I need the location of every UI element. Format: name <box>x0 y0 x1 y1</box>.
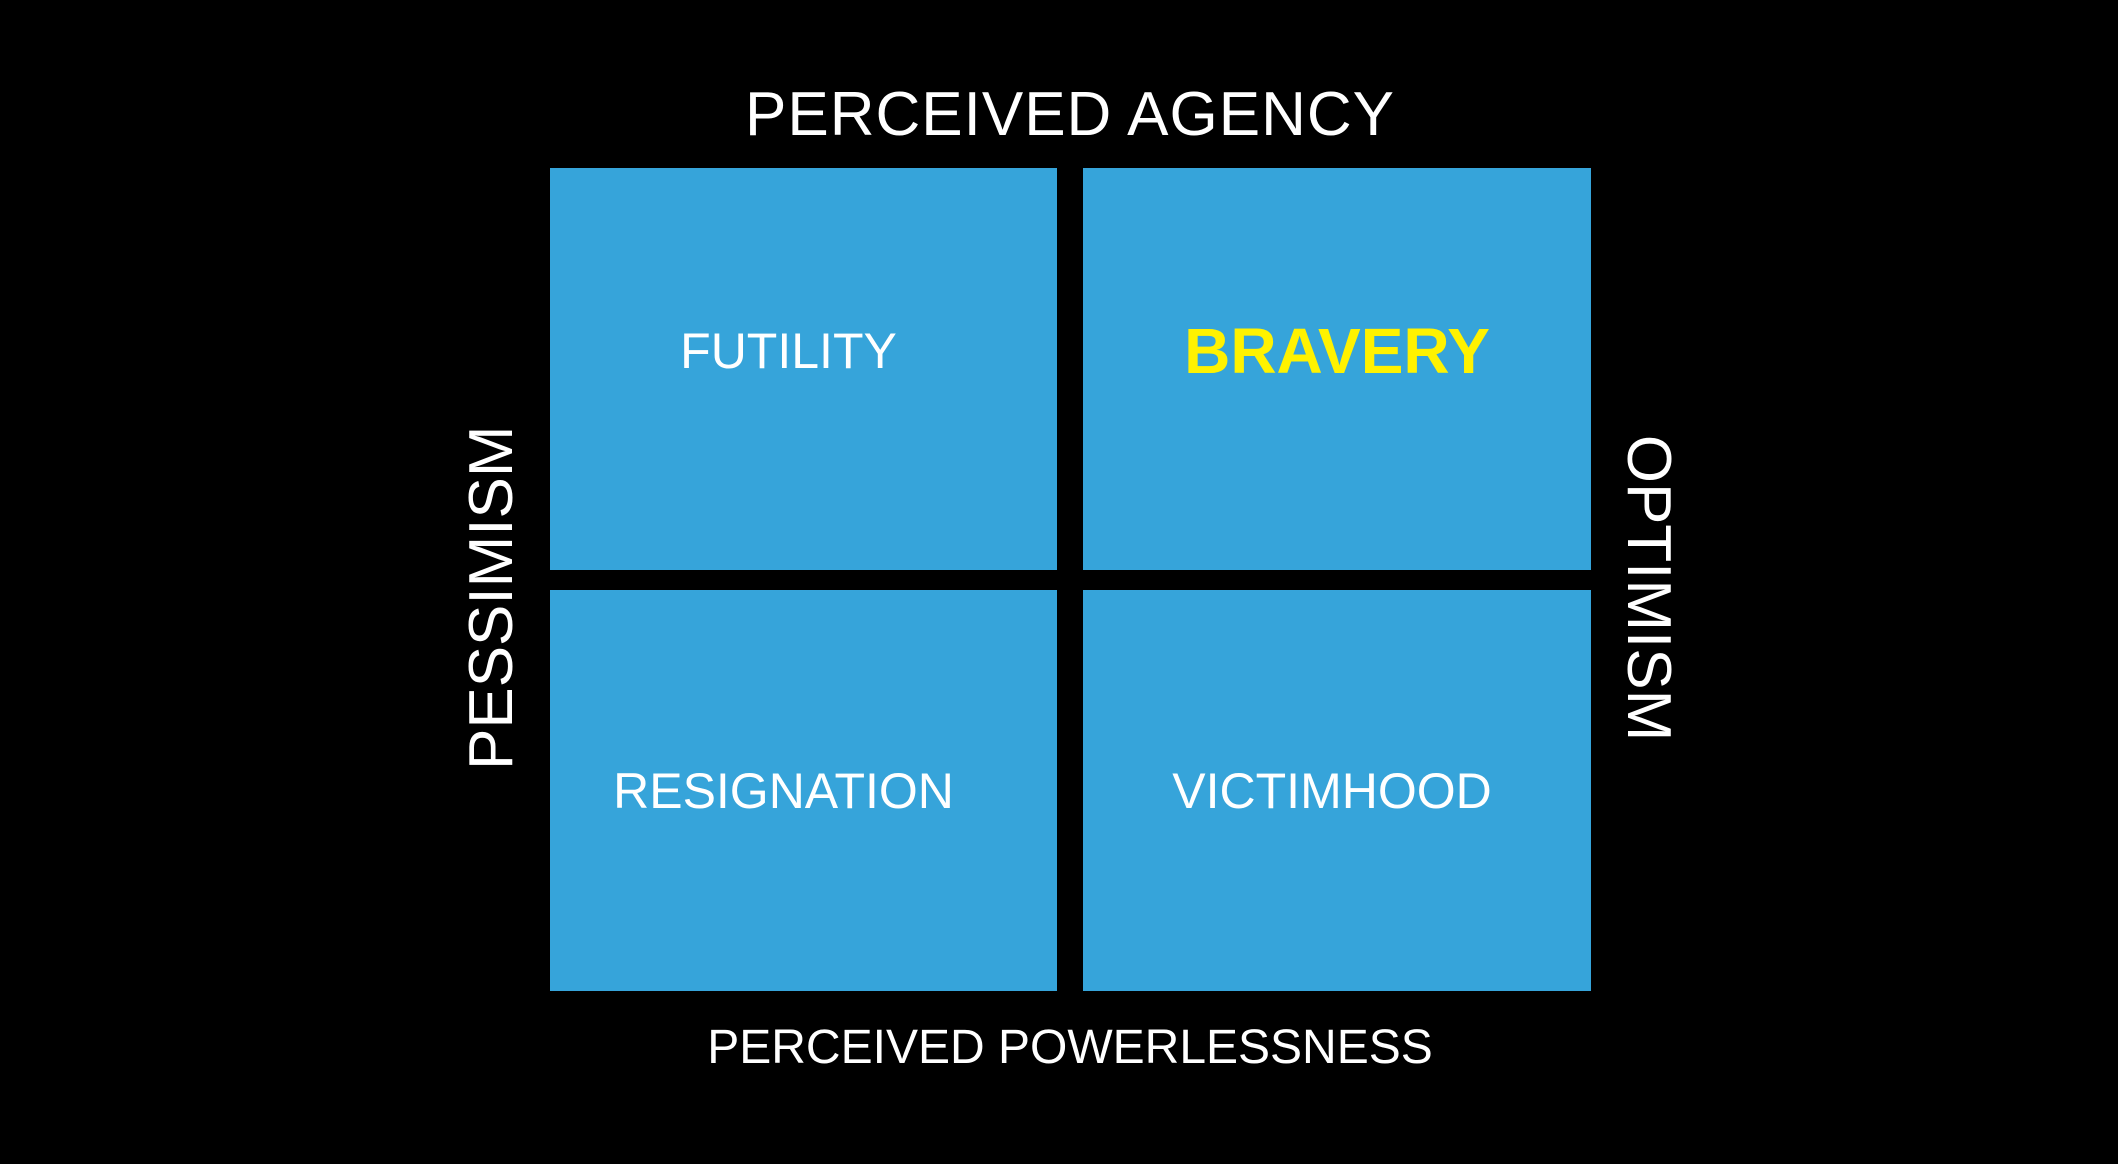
quadrant-bottom-left: RESIGNATION <box>550 590 1057 991</box>
quadrant-top-left: FUTILITY <box>550 168 1057 570</box>
axis-label-top: PERCEIVED AGENCY <box>745 80 1395 149</box>
axis-label-right: OPTIMISM <box>1614 434 1683 742</box>
quadrant-label-futility: FUTILITY <box>680 323 897 379</box>
axis-label-left: PESSIMISM <box>457 425 526 770</box>
quadrant-bottom-right: VICTIMHOOD <box>1083 590 1591 991</box>
axis-label-bottom: PERCEIVED POWERLESSNESS <box>707 1021 1433 1074</box>
quadrant-label-bravery: BRAVERY <box>1184 315 1490 387</box>
quadrant-label-victimhood: VICTIMHOOD <box>1172 762 1492 819</box>
quadrant-label-resignation: RESIGNATION <box>613 762 954 819</box>
quadrant-top-right: BRAVERY <box>1083 168 1591 570</box>
